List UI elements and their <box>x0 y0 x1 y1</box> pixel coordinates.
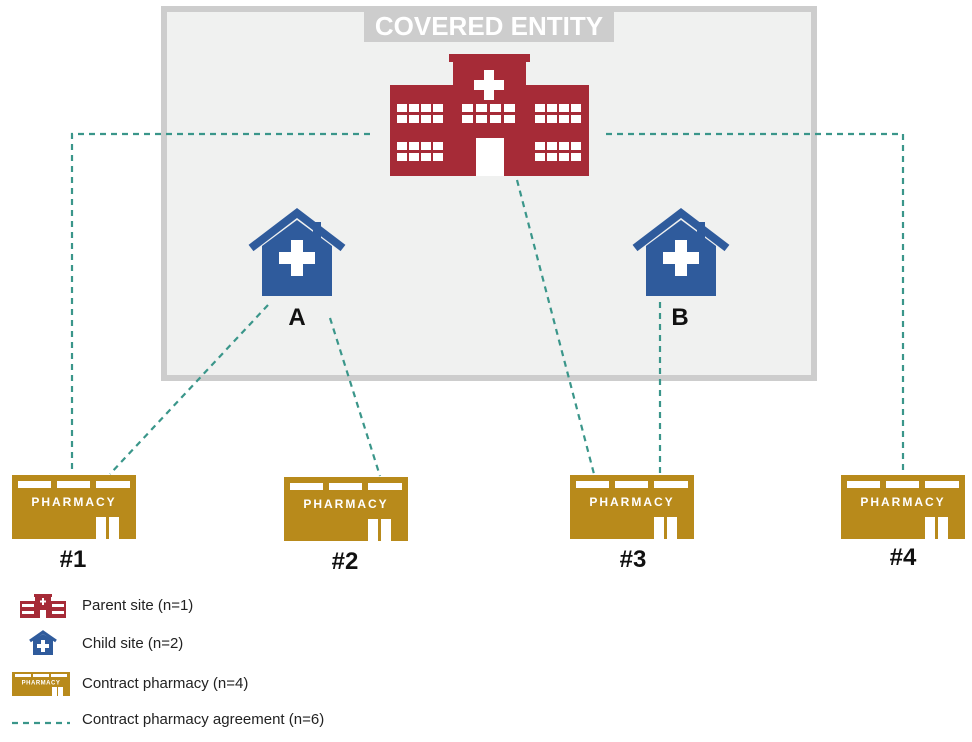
child-site-b: B <box>632 207 730 331</box>
pharmacy-sign: PHARMACY <box>860 495 945 509</box>
pharmacy-2: PHARMACY #2 <box>284 477 408 575</box>
legend-label-agreement: Contract pharmacy agreement (n=6) <box>82 711 325 728</box>
child-site-label-a: A <box>288 304 305 331</box>
pharmacy-icon: PHARMACY <box>841 475 965 539</box>
legend-label-child: Child site (n=2) <box>82 635 184 652</box>
hospital-icon <box>20 594 66 618</box>
pharmacy-4: PHARMACY #4 <box>841 475 965 571</box>
pharmacy-label-4: #4 <box>890 544 917 571</box>
pharmacy-3: PHARMACY #3 <box>570 475 694 573</box>
pharmacy-icon: PHARMACY <box>12 475 136 539</box>
agreement-lines <box>70 132 905 477</box>
pharmacy-label-2: #2 <box>332 548 359 575</box>
legend-label-pharmacy: Contract pharmacy (n=4) <box>82 675 249 692</box>
hospital-icon <box>390 54 589 176</box>
house-medical-icon <box>632 207 730 296</box>
pharmacy-icon: PHARMACY <box>570 475 694 539</box>
pharmacy-1: PHARMACY #1 <box>12 475 136 573</box>
legend-item-parent: Parent site (n=1) <box>12 592 432 618</box>
dashed-line-icon <box>12 721 70 725</box>
child-site-a: A <box>248 207 346 331</box>
house-medical-icon <box>29 630 57 655</box>
legend-item-pharmacy: PHARMACY Contract pharmacy (n=4) <box>12 670 432 696</box>
pharmacy-sign: PHARMACY <box>31 495 116 509</box>
child-site-label-b: B <box>671 304 688 331</box>
legend-item-agreement: Contract pharmacy agreement (n=6) <box>12 706 432 732</box>
pharmacy-sign: PHARMACY <box>303 497 388 511</box>
legend-label-parent: Parent site (n=1) <box>82 597 194 614</box>
covered-entity-label: COVERED ENTITY <box>375 11 603 41</box>
agreement-line-parent-4 <box>606 132 905 474</box>
legend-pharmacy-sign: PHARMACY <box>22 681 61 687</box>
agreement-line-a-1 <box>109 304 269 475</box>
legend-item-child: Child site (n=2) <box>12 630 432 656</box>
pharmacy-icon: PHARMACY <box>284 477 408 541</box>
pharmacy-icon: PHARMACY <box>12 672 70 696</box>
pharmacy-label-1: #1 <box>60 546 87 573</box>
agreement-line-parent-3 <box>515 179 596 475</box>
agreement-line-a-2 <box>328 317 382 477</box>
house-medical-icon <box>248 207 346 296</box>
pharmacy-sign: PHARMACY <box>589 495 674 509</box>
pharmacy-label-3: #3 <box>620 546 647 573</box>
agreement-line-parent-1 <box>70 132 370 474</box>
